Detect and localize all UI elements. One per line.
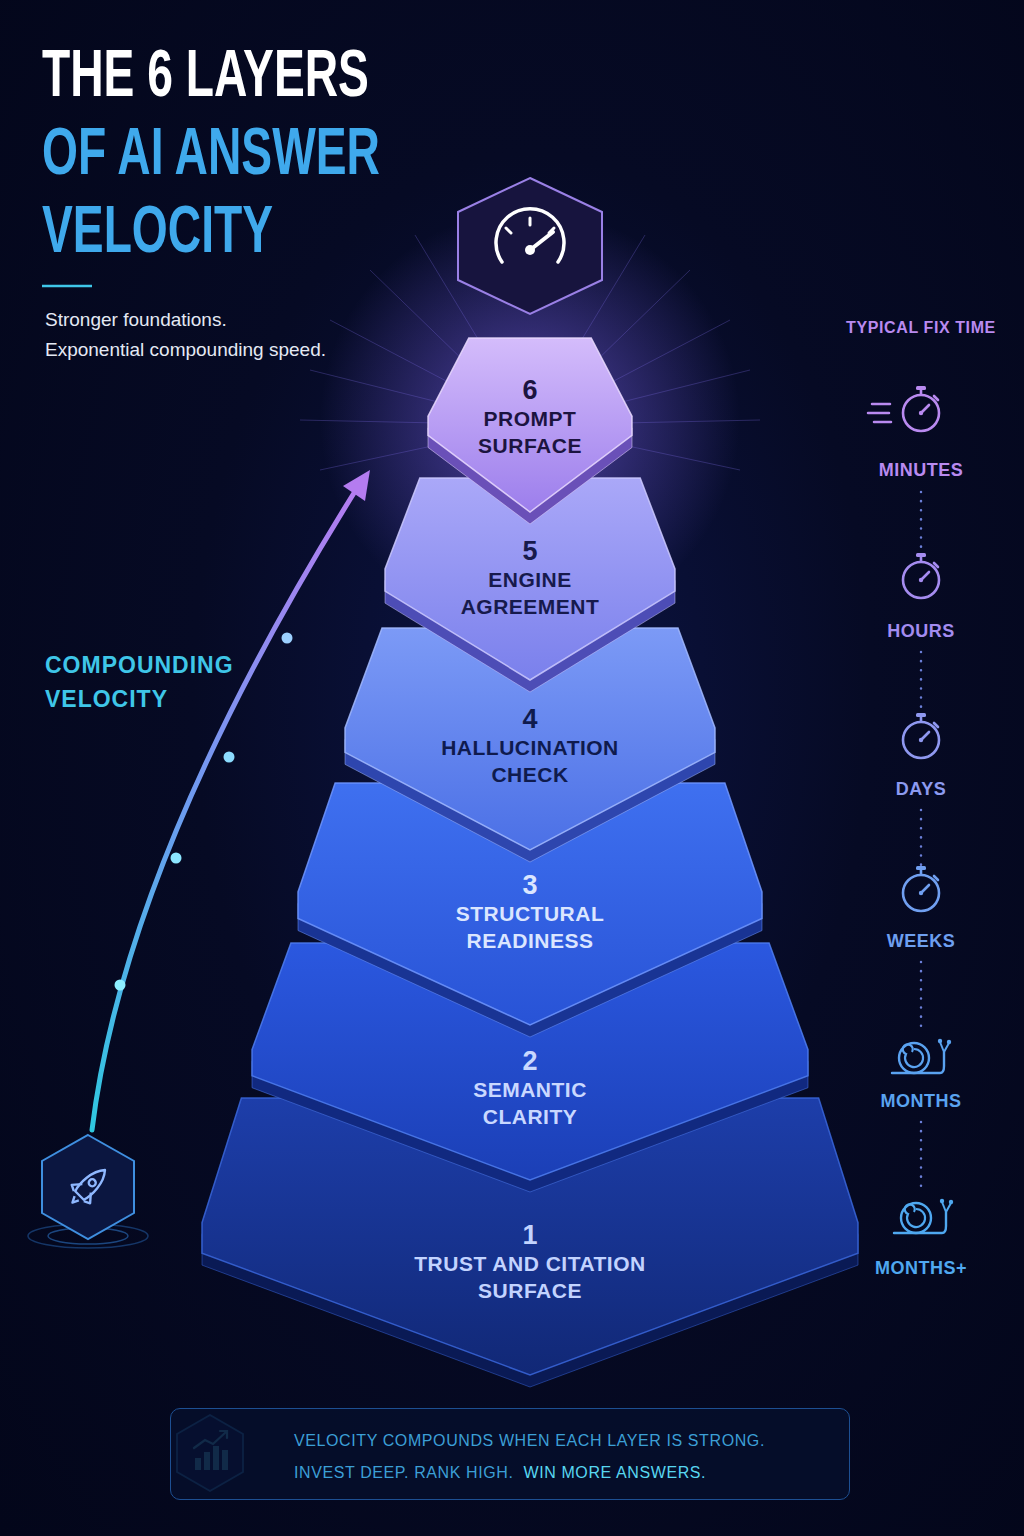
layer-plate: 6PROMPT SURFACE: [428, 338, 632, 524]
summary-panel: VELOCITY COMPOUNDS WHEN EACH LAYER IS ST…: [170, 1408, 850, 1500]
layer-name: HALLUCINATION CHECK: [425, 734, 635, 788]
rocket-icon: [28, 1135, 148, 1248]
layer-name: ENGINE AGREEMENT: [430, 566, 630, 620]
snail-icon: [892, 1039, 951, 1073]
layer-number: 5: [522, 536, 537, 566]
hexagon-outline: [428, 338, 632, 524]
layer-name: TRUST AND CITATION SURFACE: [414, 1250, 646, 1304]
title-underline: [42, 285, 92, 288]
subtitle: Stronger foundations. Exponential compou…: [45, 305, 327, 365]
scale-heading: TYPICAL FIX TIME: [821, 318, 1021, 338]
time-label: MINUTES: [821, 459, 1021, 481]
layer-number: 6: [522, 375, 537, 405]
plate-face: [202, 1098, 858, 1375]
time-label: HOURS: [821, 620, 1021, 642]
layer-name: PROMPT SURFACE: [445, 405, 615, 459]
speedometer-icon: [458, 178, 602, 314]
time-label: DAYS: [821, 778, 1021, 800]
stopwatch-icon: [903, 386, 939, 431]
stopwatch-icon: [903, 866, 939, 911]
summary-text: INVEST DEEP. RANK HIGH.: [294, 1464, 514, 1481]
time-label: WEEKS: [821, 930, 1021, 952]
layer-number: 3: [522, 870, 537, 900]
layer-number: 4: [522, 704, 537, 734]
stopwatch-icon: [903, 713, 939, 758]
title-text: THE 6 LAYERS OF AI ANSWER VELOCITY: [42, 34, 412, 268]
summary-text: WIN MORE ANSWERS.: [524, 1464, 707, 1481]
layer-number: 1: [522, 1220, 537, 1250]
time-label: MONTHS: [821, 1090, 1021, 1112]
axis-label: COMPOUNDING VELOCITY: [45, 648, 260, 716]
layer-number: 2: [522, 1046, 537, 1076]
stopwatch-icon: [903, 553, 939, 598]
layer-name: STRUCTURAL READINESS: [420, 900, 640, 954]
summary-text: VELOCITY COMPOUNDS WHEN EACH LAYER IS ST…: [294, 1425, 839, 1457]
snail-icon: [894, 1199, 953, 1233]
layer-name: SEMANTIC CLARITY: [435, 1076, 625, 1130]
